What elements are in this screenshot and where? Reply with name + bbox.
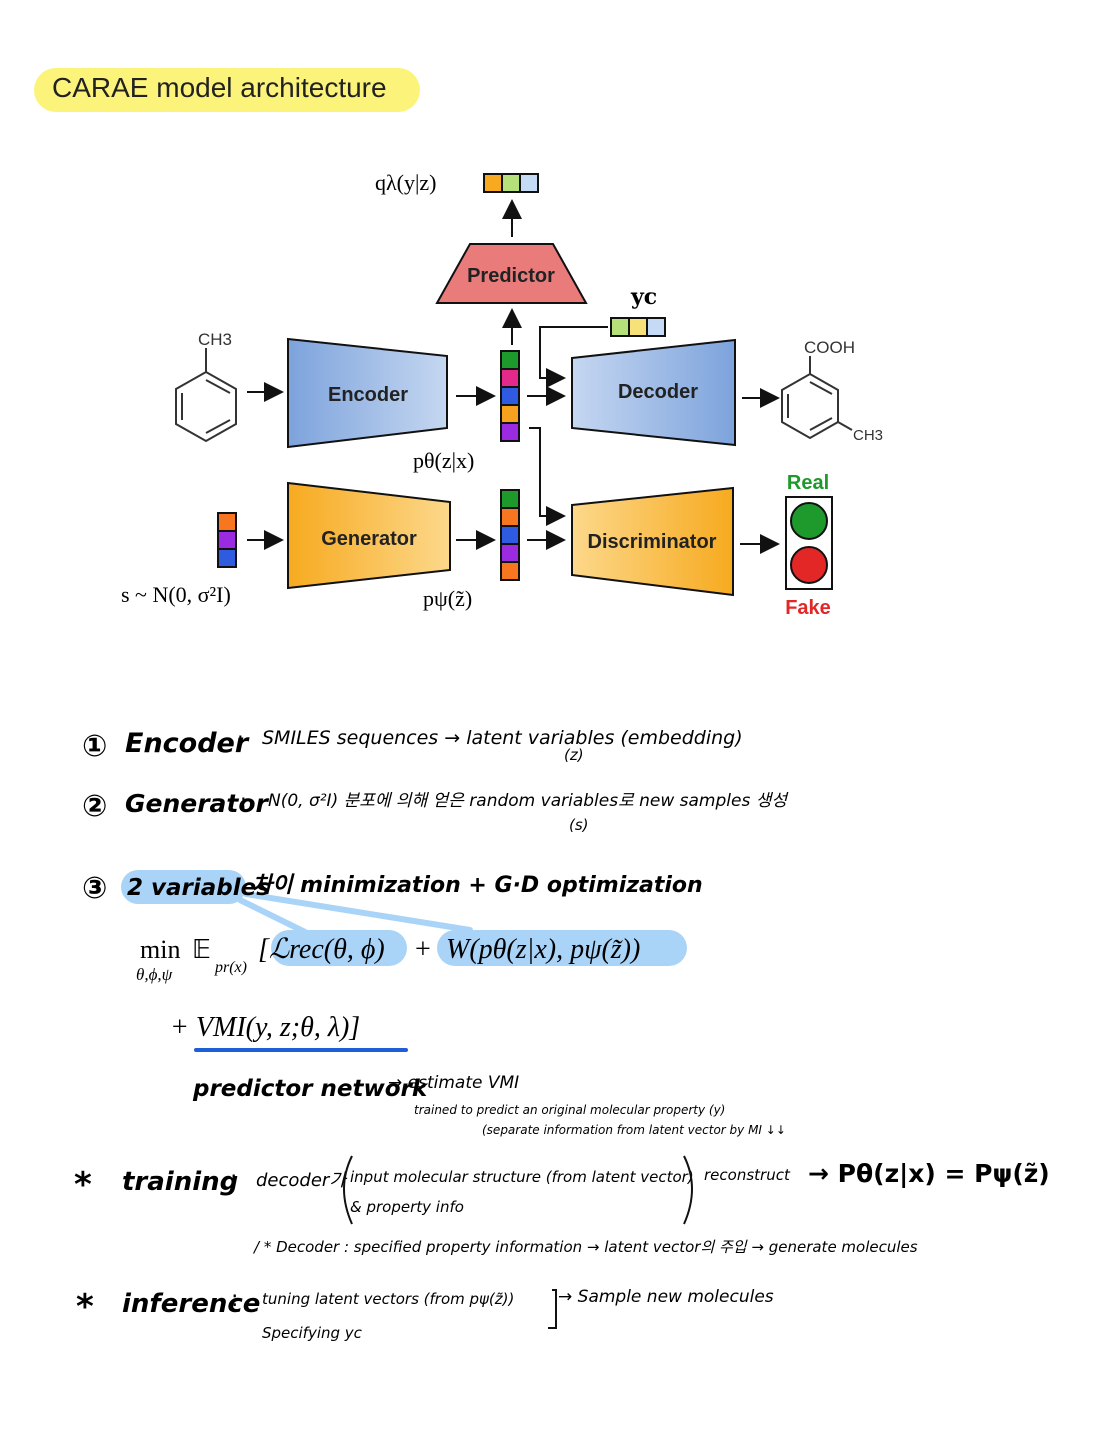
p-theta-label: pθ(z|x): [413, 448, 474, 473]
note2-term: Generator: [125, 789, 270, 818]
real-label: Real: [787, 472, 829, 494]
eq-expect: 𝔼: [192, 935, 211, 964]
note3-text: 차이 minimization + G·D optimization: [252, 873, 703, 898]
architecture-diagram: qλ(y|z) Predictor yc CH3 Encoder pθ(z|x): [121, 170, 883, 619]
real-light: [790, 502, 828, 540]
decoder-note: / * Decoder : specified property informa…: [252, 1238, 918, 1256]
inference-label: inference: [122, 1289, 260, 1319]
predictor-detail-2: (separate information from latent vector…: [482, 1123, 786, 1137]
handwritten-notes: ① Encoder : SMILES sequences → latent va…: [74, 727, 1050, 1342]
eq-w-highlight: [437, 930, 687, 966]
note1-colon: :: [237, 727, 244, 751]
eq-min: min: [140, 935, 180, 964]
decoder-block: [571, 338, 736, 447]
generator-label: Generator: [321, 528, 417, 550]
eq-loss: [ℒrec(θ, ϕ): [258, 934, 385, 965]
latent-vector-z-tilde: [500, 489, 520, 581]
note3-highlight-text: 2 variables: [127, 875, 270, 901]
predictor-note: predictor network: [192, 1076, 429, 1102]
note1-term: Encoder: [125, 728, 250, 759]
training-bullet: *: [74, 1165, 92, 1205]
inference-colon: :: [231, 1287, 238, 1312]
p-psi-label: pψ(z̃): [423, 586, 472, 611]
fake-light: [790, 546, 828, 584]
training-result: → Pθ(z|x) = Pψ(z̃): [808, 1159, 1050, 1188]
noise-vector-s: [217, 512, 237, 568]
predictor-detail-1: trained to predict an original molecular…: [414, 1103, 725, 1117]
training-paren-1: input molecular structure (from latent v…: [350, 1168, 694, 1186]
predictor-output-label: qλ(y|z): [375, 170, 437, 195]
predictor-block: [435, 243, 588, 304]
yc-vector: [610, 317, 666, 337]
eq-min-sub: θ,ϕ,ψ: [136, 965, 173, 984]
inference-1: tuning latent vectors (from pψ(z̃)): [262, 1290, 514, 1308]
yc-label: yc: [630, 284, 657, 310]
decoder-label: Decoder: [618, 381, 698, 403]
note3-connector: [237, 891, 473, 935]
eq-expect-sub: pr(x): [214, 959, 247, 976]
inference-result: → Sample new molecules: [558, 1287, 774, 1307]
input-molecule: [175, 348, 237, 443]
training-post: reconstruct: [704, 1166, 791, 1184]
encoder-label: Encoder: [328, 384, 408, 406]
noise-label: s ~ N(0, σ²I): [121, 582, 231, 607]
note2-marker: ②: [82, 789, 107, 824]
page-title: CARAE model architecture: [52, 72, 387, 103]
note1-sub: (z): [564, 746, 584, 764]
predictor-arrow-text: → estimate VMI: [388, 1073, 519, 1093]
output-molecule: [781, 356, 853, 440]
training-colon: :: [230, 1167, 237, 1192]
training-paren-2: & property info: [350, 1198, 464, 1216]
training-label: training: [122, 1167, 238, 1197]
encoder-block: [287, 337, 448, 449]
note2-colon: :: [240, 789, 247, 813]
output-top-group: COOH: [804, 338, 855, 357]
title-highlight: [34, 68, 420, 112]
eq-plus: +: [415, 934, 431, 965]
discriminator-label: Discriminator: [588, 531, 717, 553]
note1-marker: ①: [82, 729, 107, 764]
note2-sub: (s): [569, 816, 589, 834]
note3-highlight: [121, 870, 246, 904]
note2-text: N(0, σ²I) 분포에 의해 얻은 random variables로 ne…: [268, 791, 789, 811]
inference-2: Specifying yc: [262, 1324, 363, 1342]
discriminator-block: [571, 486, 734, 597]
training-pre: decoder가: [256, 1170, 348, 1191]
predictor-label: Predictor: [467, 265, 555, 287]
eq-loss-highlight: [271, 930, 407, 966]
note3-marker: ③: [82, 871, 107, 906]
input-substituent: CH3: [198, 330, 232, 349]
predictor-output-vector: [483, 173, 539, 193]
latent-vector-z: [500, 350, 520, 442]
eq-w: W(pθ(z|x), pψ(z̃)): [446, 934, 640, 965]
fake-label: Fake: [785, 597, 831, 619]
output-bottom-group: CH3: [853, 427, 883, 444]
generator-block: [287, 481, 451, 590]
eq-vmi: + VMI(y, z;θ, λ)]: [170, 1012, 360, 1043]
note1-text: SMILES sequences → latent variables (emb…: [262, 727, 743, 749]
inference-bullet: *: [76, 1287, 94, 1327]
